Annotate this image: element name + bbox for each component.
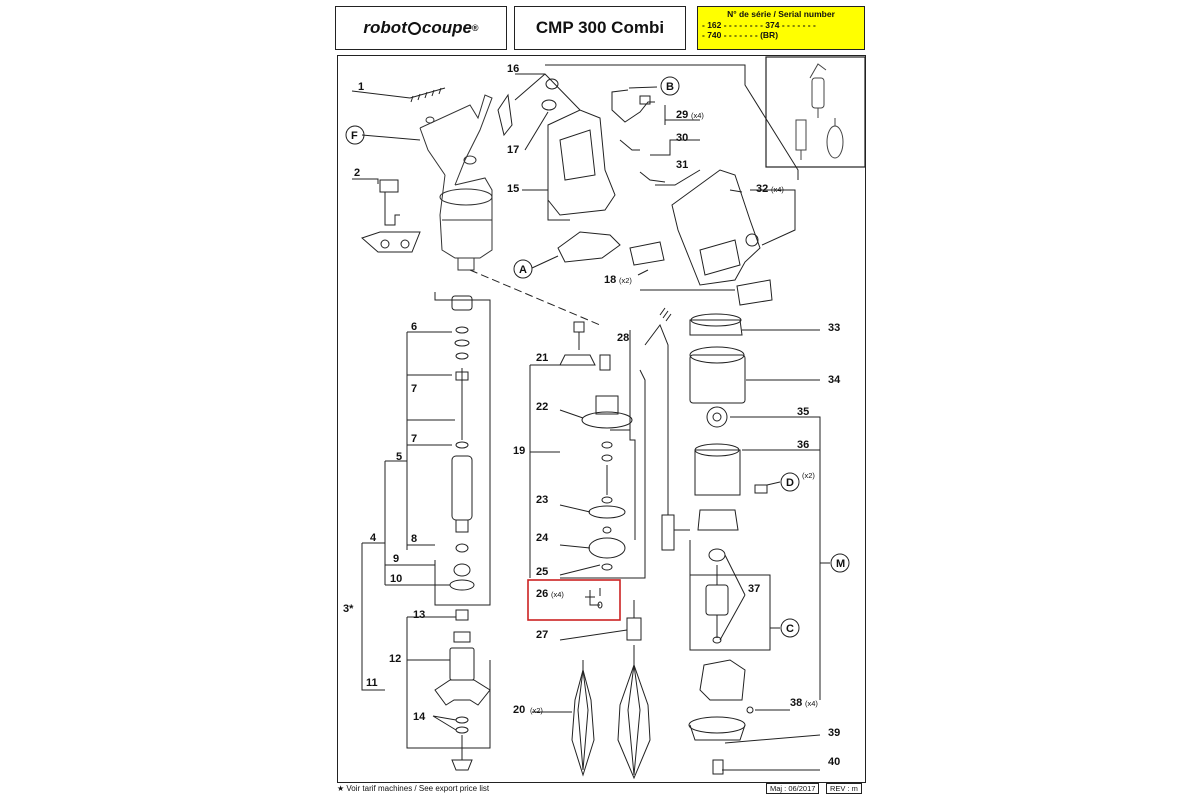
part-2-switch-icon (361, 179, 421, 253)
label-14: 14 (413, 711, 426, 723)
label-17: 17 (507, 144, 519, 156)
label-35: 35 (797, 406, 809, 418)
part-32-housing-icon (671, 169, 761, 286)
part-38-housing-icon (699, 659, 754, 714)
label-24: 24 (536, 532, 549, 544)
part-34-motor-icon (689, 346, 746, 404)
label-32: 32 (756, 183, 768, 195)
label-22: 22 (536, 401, 548, 413)
part-a-switch-icon (557, 231, 621, 263)
serial-number-box: N° de série / Serial number - 162 - - - … (697, 6, 865, 50)
part-12-foot-icon (434, 609, 491, 771)
part-m-rotor-icon (697, 509, 739, 644)
part-27-coupler-icon (626, 600, 642, 641)
footer-maj: Maj : 06/2017 (766, 783, 820, 794)
part-36-cage-icon (694, 443, 741, 496)
part-20-whisk-icon (571, 645, 651, 780)
brand-left: robot (363, 18, 407, 37)
footer-note: ★ Voir tarif machines / See export price… (337, 784, 490, 793)
label-16: 16 (507, 63, 519, 75)
part-d-sensor-icon (754, 484, 768, 494)
part-15-housing-icon (547, 109, 616, 216)
part-39-base-icon (688, 716, 746, 741)
label-7b: 7 (411, 433, 417, 445)
callout-a: A (519, 264, 527, 276)
label-18: 18 (604, 274, 616, 286)
part-33-ring-icon (689, 313, 743, 336)
qty-32: (x4) (771, 185, 784, 194)
qty-26: (x4) (551, 590, 564, 599)
part-labels: 1 F 2 16 17 15 B 29 (x4) 30 31 32 (x4) A… (343, 63, 845, 768)
callout-d: D (786, 477, 794, 489)
label-40: 40 (828, 756, 840, 768)
label-7a: 7 (411, 383, 417, 395)
shaft-assembly-icon (449, 295, 475, 591)
highlight-box-26 (527, 579, 621, 621)
inset-assembly-icon (795, 63, 844, 160)
label-31: 31 (676, 159, 688, 171)
model-title: CMP 300 Combi (514, 6, 686, 50)
label-20: 20 (513, 704, 525, 716)
part-28-cable-icon (644, 307, 690, 551)
label-4: 4 (370, 532, 377, 544)
brand-right: coupe (421, 18, 472, 37)
footer-rev: REV : m (826, 783, 862, 794)
part-b-cable-icon (611, 89, 655, 123)
brand-logo: robot coupe ® (335, 6, 507, 50)
label-28: 28 (617, 332, 629, 344)
part-17-screw-icon (541, 99, 557, 111)
diagram-frame (337, 55, 866, 783)
label-3: 3* (343, 603, 354, 615)
label-9: 9 (393, 553, 399, 565)
label-37: 37 (748, 583, 760, 595)
label-1: 1 (358, 81, 364, 93)
label-5: 5 (396, 451, 402, 463)
label-12: 12 (389, 653, 401, 665)
serial-line-1: - 162 - - - - - - - - 374 - - - - - - - (702, 19, 816, 30)
brand-logo-icon (407, 21, 421, 35)
label-25: 25 (536, 566, 548, 578)
part-16-cap-icon (497, 78, 559, 137)
handle-f-icon (419, 94, 493, 271)
label-10: 10 (390, 573, 402, 585)
label-2: 2 (354, 167, 360, 179)
qty-29: (x4) (691, 111, 704, 120)
qty-38: (x4) (805, 699, 818, 708)
callout-b: B (666, 81, 674, 93)
callout-f: F (351, 130, 358, 142)
label-39: 39 (828, 727, 840, 739)
qty-20: (x2) (530, 706, 543, 715)
label-30: 30 (676, 132, 688, 144)
part-35-gear-icon (706, 406, 728, 428)
label-26: 26 (536, 588, 548, 600)
label-13: 13 (413, 609, 425, 621)
label-34: 34 (828, 374, 841, 386)
part-18-grille-icon (629, 241, 773, 306)
qty-d: (x2) (802, 471, 815, 480)
label-23: 23 (536, 494, 548, 506)
label-29: 29 (676, 109, 688, 121)
callout-c: C (786, 623, 794, 635)
label-38: 38 (790, 697, 802, 709)
label-21: 21 (536, 352, 548, 364)
label-36: 36 (797, 439, 809, 451)
label-19: 19 (513, 445, 525, 457)
serial-line-2: - 740 - - - - - - - (BR) (702, 30, 779, 40)
part-40-knob-icon (712, 759, 724, 775)
label-6: 6 (411, 321, 417, 333)
label-11: 11 (366, 677, 378, 689)
brand-mark: ® (471, 23, 479, 33)
label-8: 8 (411, 533, 417, 545)
part-1-connector-icon (409, 87, 446, 103)
inset-assembly-box (765, 56, 866, 168)
label-15: 15 (507, 183, 519, 195)
label-27: 27 (536, 629, 548, 641)
serial-title: N° de série / Serial number (727, 9, 835, 19)
gearbox-assembly-icon (559, 321, 633, 571)
qty-18: (x2) (619, 276, 632, 285)
callout-m: M (836, 558, 845, 570)
label-33: 33 (828, 322, 840, 334)
